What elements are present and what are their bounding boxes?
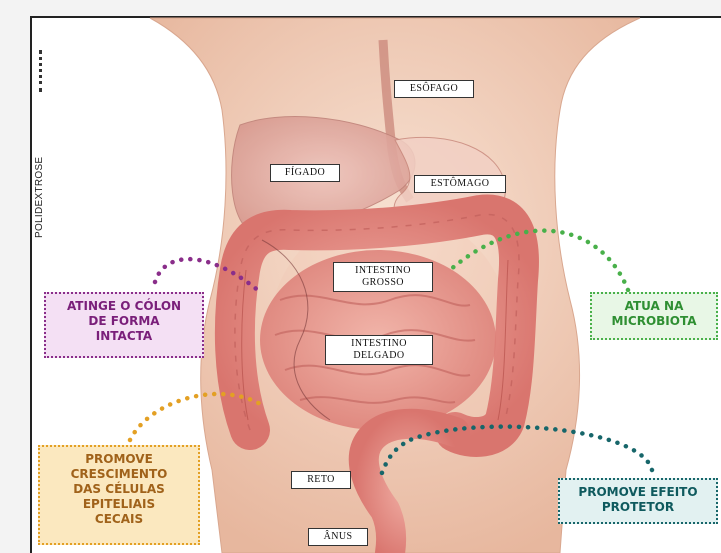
- label-esofago: ESÔFAGO: [394, 80, 474, 98]
- side-label: POLIDEXTROSE: [34, 48, 48, 238]
- label-intestino-grosso: INTESTINO GROSSO: [333, 262, 433, 292]
- label-figado: FÍGADO: [270, 164, 340, 182]
- label-intestino-delgado: INTESTINO DELGADO: [325, 335, 433, 365]
- callout-atinge-colon: ATINGE O CÓLON DE FORMA INTACTA: [44, 292, 204, 358]
- callout-efeito-protetor: PROMOVE EFEITO PROTETOR: [558, 478, 718, 524]
- label-estomago: ESTÔMAGO: [414, 175, 506, 193]
- callout-celulas-epiteliais: PROMOVE CRESCIMENTO DAS CÉLULAS EPITELIA…: [38, 445, 200, 545]
- callout-microbiota: ATUA NA MICROBIOTA: [590, 292, 718, 340]
- label-anus: ÂNUS: [308, 528, 368, 546]
- label-reto: RETO: [291, 471, 351, 489]
